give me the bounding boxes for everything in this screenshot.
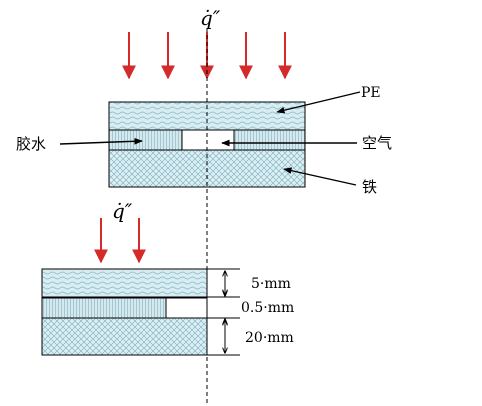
pe-label: PE: [361, 85, 381, 101]
pe-layer-bottom: [41, 268, 208, 298]
air-gap-top: [181, 129, 235, 151]
iron-layer-bottom: [41, 317, 208, 356]
iron-leader: [283, 167, 357, 186]
heat-flux-symbol-top: q̇″: [200, 6, 221, 30]
pe-thickness-label: 5·mm: [251, 276, 291, 292]
pe-leader: [276, 91, 361, 114]
heat-flux-arrows-bottom: [94, 218, 146, 264]
glue-thickness-label: 0.5·mm: [241, 300, 294, 316]
heat-flux-arrows-top: [122, 32, 292, 80]
dimension-lines: [207, 268, 240, 356]
glue-label: 胶水: [16, 135, 46, 153]
air-label: 空气: [362, 134, 392, 152]
glue-leader: [59, 137, 143, 145]
iron-label: 铁: [362, 178, 377, 196]
iron-thickness-label: 20·mm: [245, 330, 294, 346]
air-gap-bottom: [165, 297, 208, 319]
heat-flux-symbol-bottom: q̇″: [112, 199, 133, 223]
